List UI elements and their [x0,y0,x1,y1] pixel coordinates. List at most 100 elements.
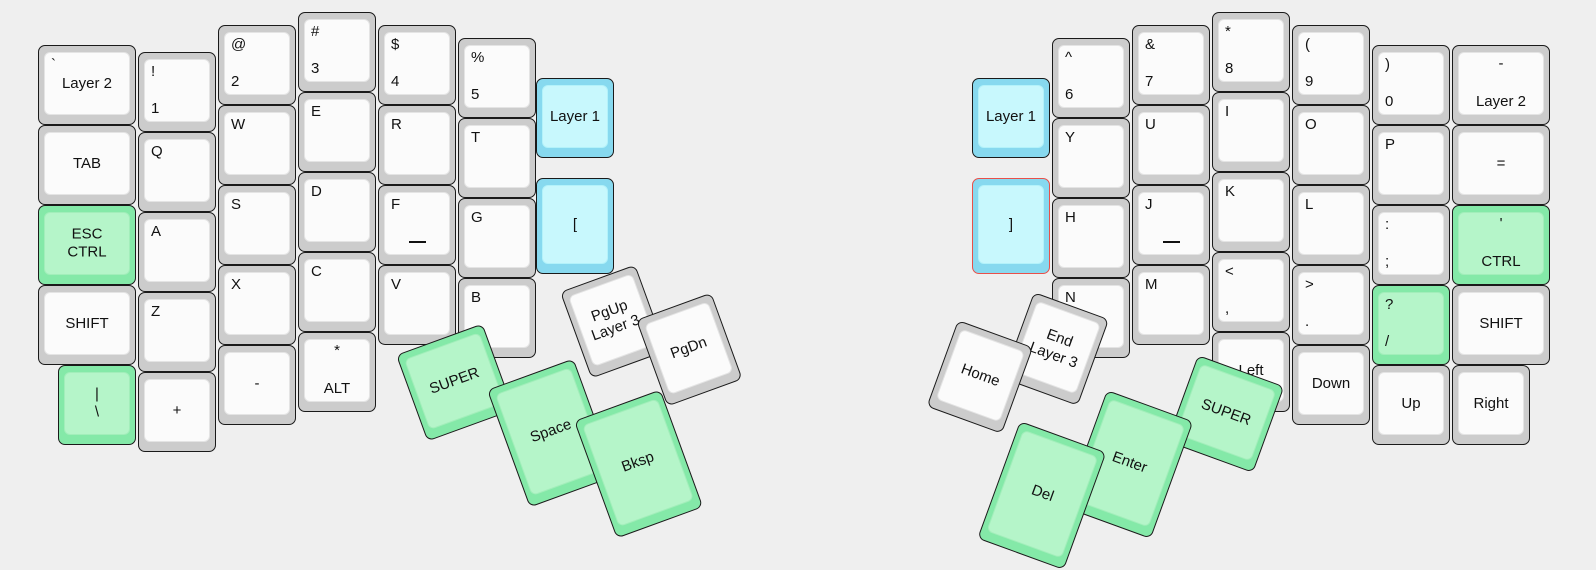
key-legend-top: Z [151,303,161,320]
key-l-c2-r0[interactable]: @2 [218,25,296,105]
key-l-c1-r2[interactable]: A [138,212,216,292]
keycap-surface: K [1218,179,1284,242]
key-legend-center: Up [1401,394,1421,412]
keycap-surface: Up [1378,372,1444,435]
key-l-c3-r4[interactable]: * ALT [298,332,376,412]
key-l-c4-r0[interactable]: $4 [378,25,456,105]
key-r-c0-r3[interactable]: SHIFT [1452,285,1550,365]
key-legend-bottom-center: ALT [323,379,351,397]
key-r-c0-r4[interactable]: Right [1452,365,1530,445]
key-l-c3-r2[interactable]: D [298,172,376,252]
key-r-c0-r2[interactable]: 'CTRL [1452,205,1550,285]
key-legend-bottom: 3 [311,59,320,77]
key-legend-top: P [1385,136,1396,153]
key-l-c2-r3[interactable]: X [218,265,296,345]
key-l-c3-r1[interactable]: E [298,92,376,172]
key-legend-bottom: 6 [1065,85,1074,103]
key-legend-stacked: ESC CTRL [67,224,107,261]
key-legend-top: ^ [1065,49,1073,66]
key-r-c4-r3[interactable]: M [1132,265,1210,345]
keycap-surface: Layer 1 [542,85,608,148]
key-l-c5-r1[interactable]: T [458,118,536,198]
key-legend-top: I [1225,103,1230,120]
key-r-c2-r3[interactable]: >. [1292,265,1370,345]
key-r-c2-r2[interactable]: L [1292,185,1370,265]
key-l-c4-r1[interactable]: R [378,105,456,185]
key-legend-top: : [1385,216,1390,233]
key-r-c4-r0[interactable]: &7 [1132,25,1210,105]
key-l-c2-r4[interactable]: - [218,345,296,425]
key-legend-center: + [172,401,182,419]
key-r-c6-r0[interactable]: Layer 1 [972,78,1050,158]
key-legend-top-center: ' [1499,215,1503,232]
key-r-c4-r1[interactable]: U [1132,105,1210,185]
key-l-c1-r0[interactable]: !1 [138,52,216,132]
key-l-c2-r2[interactable]: S [218,185,296,265]
key-legend-top: < [1225,263,1234,280]
key-r-c3-r1[interactable]: I [1212,92,1290,172]
key-legend-top-center: * [334,342,340,359]
keycap-surface: ESC CTRL [44,212,130,275]
key-r-c3-r0[interactable]: *8 [1212,12,1290,92]
key-l-c5-r3[interactable]: B [458,278,536,358]
key-r-c3-r2[interactable]: K [1212,172,1290,252]
key-legend-center: - [254,374,260,392]
key-l-c6-r1[interactable]: [ [536,178,614,274]
key-r-c1-r0[interactable]: )0 [1372,45,1450,125]
key-legend-bottom: . [1305,312,1310,330]
key-legend-top-center: - [1498,55,1504,72]
key-l-c0-r0[interactable]: Layer 2` [38,45,136,125]
keycap-surface: H [1058,205,1124,268]
key-l-c0-r3[interactable]: SHIFT [38,285,136,365]
key-r-c0-r0[interactable]: -Layer 2 [1452,45,1550,125]
key-l-c3-r0[interactable]: #3 [298,12,376,92]
key-l-c5-r2[interactable]: G [458,198,536,278]
key-l-c0-r4[interactable]: | \ [58,365,136,445]
key-r-c4-r2[interactable]: J [1132,185,1210,265]
key-legend-top: S [231,196,242,213]
key-l-c1-r1[interactable]: Q [138,132,216,212]
key-legend-top: X [231,276,242,293]
key-l-c4-r3[interactable]: V [378,265,456,345]
keycap-surface: %5 [464,45,530,108]
key-l-c0-r1[interactable]: TAB [38,125,136,205]
key-l-c0-r2[interactable]: ESC CTRL [38,205,136,285]
key-r-c2-r0[interactable]: (9 [1292,25,1370,105]
key-l-c4-r2[interactable]: F [378,185,456,265]
key-r-c0-r1[interactable]: = [1452,125,1550,205]
key-r-c1-r4[interactable]: Up [1372,365,1450,445]
keycap-surface: J [1138,192,1204,255]
key-l-c3-r3[interactable]: C [298,252,376,332]
keycap-surface: Layer 2` [44,52,130,115]
key-r-c2-r4[interactable]: Down [1292,345,1370,425]
key-r-c3-r3[interactable]: <, [1212,252,1290,332]
key-legend-top: U [1145,116,1156,133]
key-r-c1-r2[interactable]: :; [1372,205,1450,285]
key-r-c2-r1[interactable]: O [1292,105,1370,185]
key-r-c5-r1[interactable]: Y [1052,118,1130,198]
key-legend-top: D [311,183,322,200]
key-legend-bottom: 0 [1385,92,1394,110]
key-legend-center: Home [958,359,1003,390]
keycap-surface: Layer 1 [978,85,1044,148]
keycap-surface: D [304,179,370,242]
key-legend-center: SUPER [1199,395,1254,429]
key-l-c1-r4[interactable]: + [138,372,216,452]
key-l-c2-r1[interactable]: W [218,105,296,185]
key-l-c1-r3[interactable]: Z [138,292,216,372]
key-r-c6-r1[interactable]: ] [972,178,1050,274]
key-legend-top: G [471,209,483,226]
keycap-surface: #3 [304,19,370,82]
key-r-c1-r3[interactable]: ?/ [1372,285,1450,365]
keycap-surface: O [1298,112,1364,175]
key-r-c5-r2[interactable]: H [1052,198,1130,278]
key-legend-center: Down [1311,374,1351,392]
keycap-surface: 'CTRL [1458,212,1544,275]
keycap-surface: !1 [144,59,210,122]
key-l-c6-r0[interactable]: Layer 1 [536,78,614,158]
key-r-c5-r0[interactable]: ^6 [1052,38,1130,118]
key-l-c5-r0[interactable]: %5 [458,38,536,118]
keycap-surface: SHIFT [1458,292,1544,355]
key-r-c1-r1[interactable]: P [1372,125,1450,205]
